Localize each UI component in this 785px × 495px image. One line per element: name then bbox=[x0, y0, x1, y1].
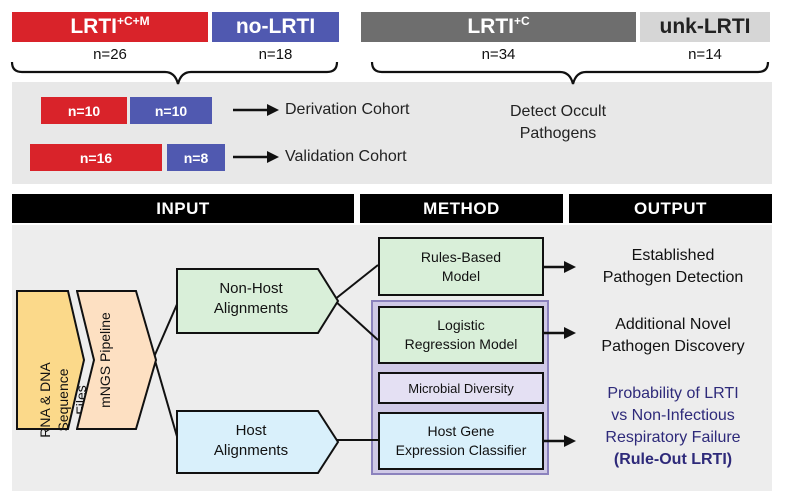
nonhost-alignments-shape bbox=[176, 268, 340, 334]
validation-arrow-icon bbox=[233, 151, 279, 163]
nonhost-line-1: Non-Host bbox=[219, 280, 283, 297]
cohort-lrti-cm-base: LRTI bbox=[70, 15, 117, 38]
nonhost-alignments-label: Non-Host Alignments bbox=[186, 279, 316, 319]
sequence-files-label: RNA & DNA Sequence Files bbox=[36, 360, 89, 440]
rules-based-model-box: Rules-Based Model bbox=[378, 237, 544, 296]
count-no-lrti: n=18 bbox=[258, 46, 293, 63]
cohort-lrti-c-header: LRTI+C bbox=[361, 12, 636, 42]
validation-blue-pill: n=8 bbox=[167, 144, 225, 171]
novel-line-2: Pathogen Discovery bbox=[601, 338, 745, 355]
novel-discovery-output: Additional Novel Pathogen Discovery bbox=[578, 314, 768, 358]
cohort-lrti-cm-sup: +C+M bbox=[116, 14, 150, 28]
logistic-line-1: Logistic bbox=[437, 317, 485, 333]
host-alignments-label: Host Alignments bbox=[186, 421, 316, 461]
count-lrti-c: n=34 bbox=[481, 46, 516, 63]
host-line-2: Alignments bbox=[213, 442, 289, 459]
right-brace bbox=[370, 61, 770, 85]
host-gene-classifier-box: Host Gene Expression Classifier bbox=[378, 412, 544, 470]
cohort-lrti-c-base: LRTI bbox=[467, 15, 514, 38]
mngs-pipeline-label: mNGS Pipeline bbox=[97, 312, 113, 408]
derivation-cohort-label: Derivation Cohort bbox=[285, 101, 410, 118]
logistic-regression-box: Logistic Regression Model bbox=[378, 306, 544, 364]
count-lrti-cm: n=26 bbox=[93, 46, 127, 63]
mngs-pipeline-shape bbox=[76, 290, 158, 430]
cohort-no-lrti-header: no-LRTI bbox=[212, 12, 339, 42]
input-header: INPUT bbox=[12, 194, 354, 223]
detect-line-1: Detect Occult bbox=[509, 103, 607, 120]
prob-line-2: vs Non-Infectious bbox=[611, 407, 735, 424]
output-header: OUTPUT bbox=[569, 194, 772, 223]
detect-line-2: Pathogens bbox=[519, 125, 597, 142]
host-line-1: Host bbox=[235, 422, 267, 439]
cohort-unk-lrti-header: unk-LRTI bbox=[640, 12, 770, 42]
validation-cohort-label: Validation Cohort bbox=[285, 148, 407, 165]
probability-output: Probability of LRTI vs Non-Infectious Re… bbox=[574, 383, 772, 471]
cohort-no-lrti-label: no-LRTI bbox=[235, 15, 316, 38]
prob-line-1: Probability of LRTI bbox=[607, 385, 739, 402]
method-header: METHOD bbox=[360, 194, 563, 223]
validation-red-pill: n=16 bbox=[30, 144, 162, 171]
established-line-2: Pathogen Detection bbox=[602, 269, 744, 286]
host-alignments-shape bbox=[176, 410, 340, 474]
cohort-unk-lrti-label: unk-LRTI bbox=[659, 15, 751, 38]
count-unk-lrti: n=14 bbox=[688, 46, 722, 63]
nonhost-line-2: Alignments bbox=[213, 300, 289, 317]
cohort-lrti-cm-header: LRTI+C+M bbox=[12, 12, 208, 42]
derivation-blue-pill: n=10 bbox=[130, 97, 212, 124]
derivation-red-pill: n=10 bbox=[41, 97, 127, 124]
hostgene-line-1: Host Gene bbox=[427, 423, 495, 439]
cohort-lrti-c-sup: +C bbox=[513, 14, 530, 28]
left-brace bbox=[10, 61, 339, 85]
established-line-1: Established bbox=[631, 247, 715, 264]
hostgene-line-2: Expression Classifier bbox=[395, 442, 527, 458]
novel-line-1: Additional Novel bbox=[615, 316, 731, 333]
microbial-diversity-box: Microbial Diversity bbox=[378, 372, 544, 404]
logistic-line-2: Regression Model bbox=[404, 336, 518, 352]
established-detection-output: Established Pathogen Detection bbox=[578, 245, 768, 289]
sequence-files-shape bbox=[16, 290, 86, 430]
rules-line-1: Rules-Based bbox=[420, 248, 502, 265]
derivation-arrow-icon bbox=[233, 104, 279, 116]
prob-line-3: Respiratory Failure bbox=[605, 429, 741, 446]
ruleout-line: (Rule-Out LRTI) bbox=[613, 451, 733, 468]
detect-occult-label: Detect Occult Pathogens bbox=[488, 101, 628, 145]
files-line-1: RNA & DNA bbox=[37, 362, 53, 438]
rules-line-2: Model bbox=[441, 267, 481, 284]
grouping-braces bbox=[10, 61, 770, 85]
